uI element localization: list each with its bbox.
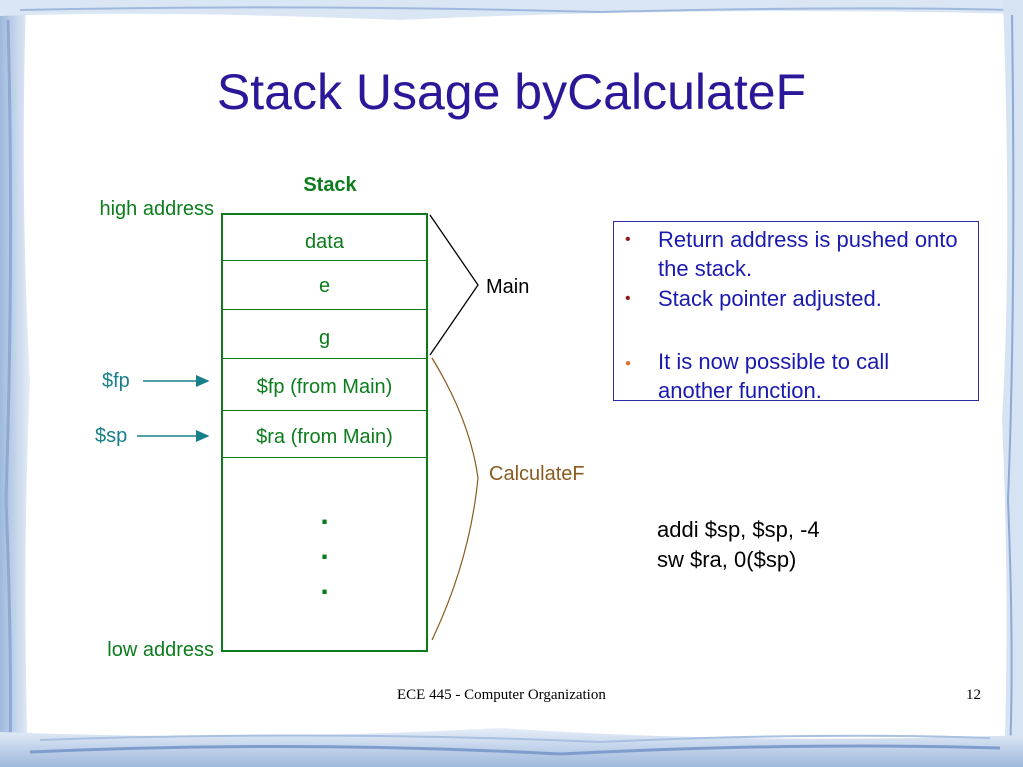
note-item: • Return address is pushed onto the stac… <box>625 225 968 283</box>
fp-register-label: $fp <box>102 370 130 392</box>
calculatef-brace-label: CalculateF <box>489 463 585 485</box>
calculatef-brace <box>431 357 479 641</box>
low-address-label: low address <box>107 639 214 661</box>
footer-course: ECE 445 - Computer Organization <box>397 687 606 703</box>
bullet-icon: ● <box>625 358 632 369</box>
code-line: sw $ra, 0($sp) <box>657 547 797 572</box>
stack-ellipsis-dot: . <box>320 533 329 566</box>
code-line: addi $sp, $sp, -4 <box>657 517 820 542</box>
main-brace <box>429 214 479 356</box>
sp-register-label: $sp <box>95 425 128 447</box>
stack-divider <box>223 410 426 411</box>
stack-cell-data: data <box>305 231 344 253</box>
high-address-label: high address <box>99 198 214 220</box>
stack-ellipsis-dot: . <box>320 568 329 601</box>
note-item: • Stack pointer adjusted. <box>625 284 968 313</box>
bullet-icon: • <box>625 231 631 248</box>
stack-divider <box>223 358 426 359</box>
note-text: Return address is pushed onto the stack. <box>658 227 958 281</box>
bullet-icon: • <box>625 290 631 307</box>
notes-box: • Return address is pushed onto the stac… <box>613 221 979 403</box>
stack-cell-ra-from-main: $ra (from Main) <box>256 426 393 448</box>
stack-cell-fp-from-main: $fp (from Main) <box>256 376 393 398</box>
slide-title: Stack Usage byCalculateF <box>216 64 807 120</box>
main-brace-label: Main <box>486 276 530 298</box>
note-text: It is now possible to call another funct… <box>658 349 890 403</box>
stack-heading: Stack <box>303 174 357 196</box>
note-text: Stack pointer adjusted. <box>658 286 882 311</box>
stack-divider <box>223 260 426 261</box>
footer-page-number: 12 <box>966 687 981 703</box>
stack-divider <box>223 309 426 310</box>
stack-ellipsis-dot: . <box>320 498 329 531</box>
note-item: ● It is now possible to call another fun… <box>625 347 968 405</box>
stack-cell-e: e <box>318 275 331 297</box>
stack-box: data e g $fp (from Main) $ra (from Main)… <box>221 213 428 652</box>
stack-cell-g: g <box>318 327 331 349</box>
stack-divider <box>223 457 426 458</box>
